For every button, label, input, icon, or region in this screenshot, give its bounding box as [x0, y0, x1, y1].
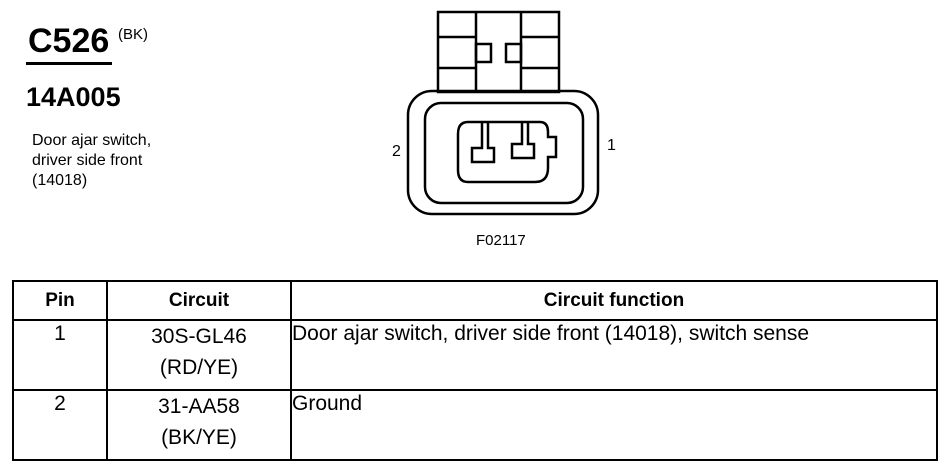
- connector-outer-shell: [406, 89, 600, 216]
- table-header-row: Pin Circuit Circuit function: [12, 280, 938, 321]
- connector-latch: [436, 10, 561, 94]
- cell-circuit: 31-AA58 (BK/YE): [106, 389, 292, 461]
- header-circuit-function: Circuit function: [290, 280, 938, 321]
- header-pin: Pin: [12, 280, 108, 321]
- pin-number: 1: [54, 322, 66, 345]
- header-circuit: Circuit: [106, 280, 292, 321]
- connector-color-code: (BK): [118, 26, 148, 43]
- connector-id-underline: [26, 62, 112, 65]
- circuit-function-text: Ground: [292, 392, 363, 415]
- pin-label-left: 2: [392, 143, 401, 160]
- circuit-id: 30S-GL46: [151, 325, 247, 348]
- circuit-wire-color: (BK/YE): [161, 426, 237, 449]
- terminal-cavity: [456, 120, 558, 184]
- pin-number: 2: [54, 392, 66, 415]
- pin-table: Pin Circuit Circuit function 1 30S-GL46 …: [12, 280, 938, 461]
- figure-code: F02117: [476, 232, 526, 249]
- description-line: driver side front: [32, 152, 143, 169]
- terminal-pin-2: [470, 123, 496, 164]
- table-row: 2 31-AA58 (BK/YE) Ground: [12, 389, 938, 461]
- connector-inner-shell: [423, 101, 585, 205]
- description-line: (14018): [32, 172, 88, 189]
- circuit-function-text: Door ajar switch, driver side front (140…: [292, 322, 810, 345]
- circuit-wire-color: (RD/YE): [159, 356, 239, 379]
- part-number: 14A005: [26, 82, 121, 112]
- connector-id: C526: [28, 22, 110, 60]
- cell-pin: 2: [12, 389, 108, 461]
- cell-pin: 1: [12, 319, 108, 391]
- connector-description: Door ajar switch, driver side front (140…: [32, 131, 151, 191]
- table-row: 1 30S-GL46 (RD/YE) Door ajar switch, dri…: [12, 319, 938, 391]
- cell-circuit: 30S-GL46 (RD/YE): [106, 319, 292, 391]
- pin-label-right: 1: [607, 137, 616, 154]
- description-line: Door ajar switch,: [32, 132, 152, 149]
- cell-circuit-function: Door ajar switch, driver side front (140…: [290, 319, 938, 391]
- circuit-id: 31-AA58: [158, 395, 240, 418]
- terminal-pin-1: [510, 123, 536, 160]
- cell-circuit-function: Ground: [290, 389, 938, 461]
- connector-face-diagram: [406, 10, 600, 216]
